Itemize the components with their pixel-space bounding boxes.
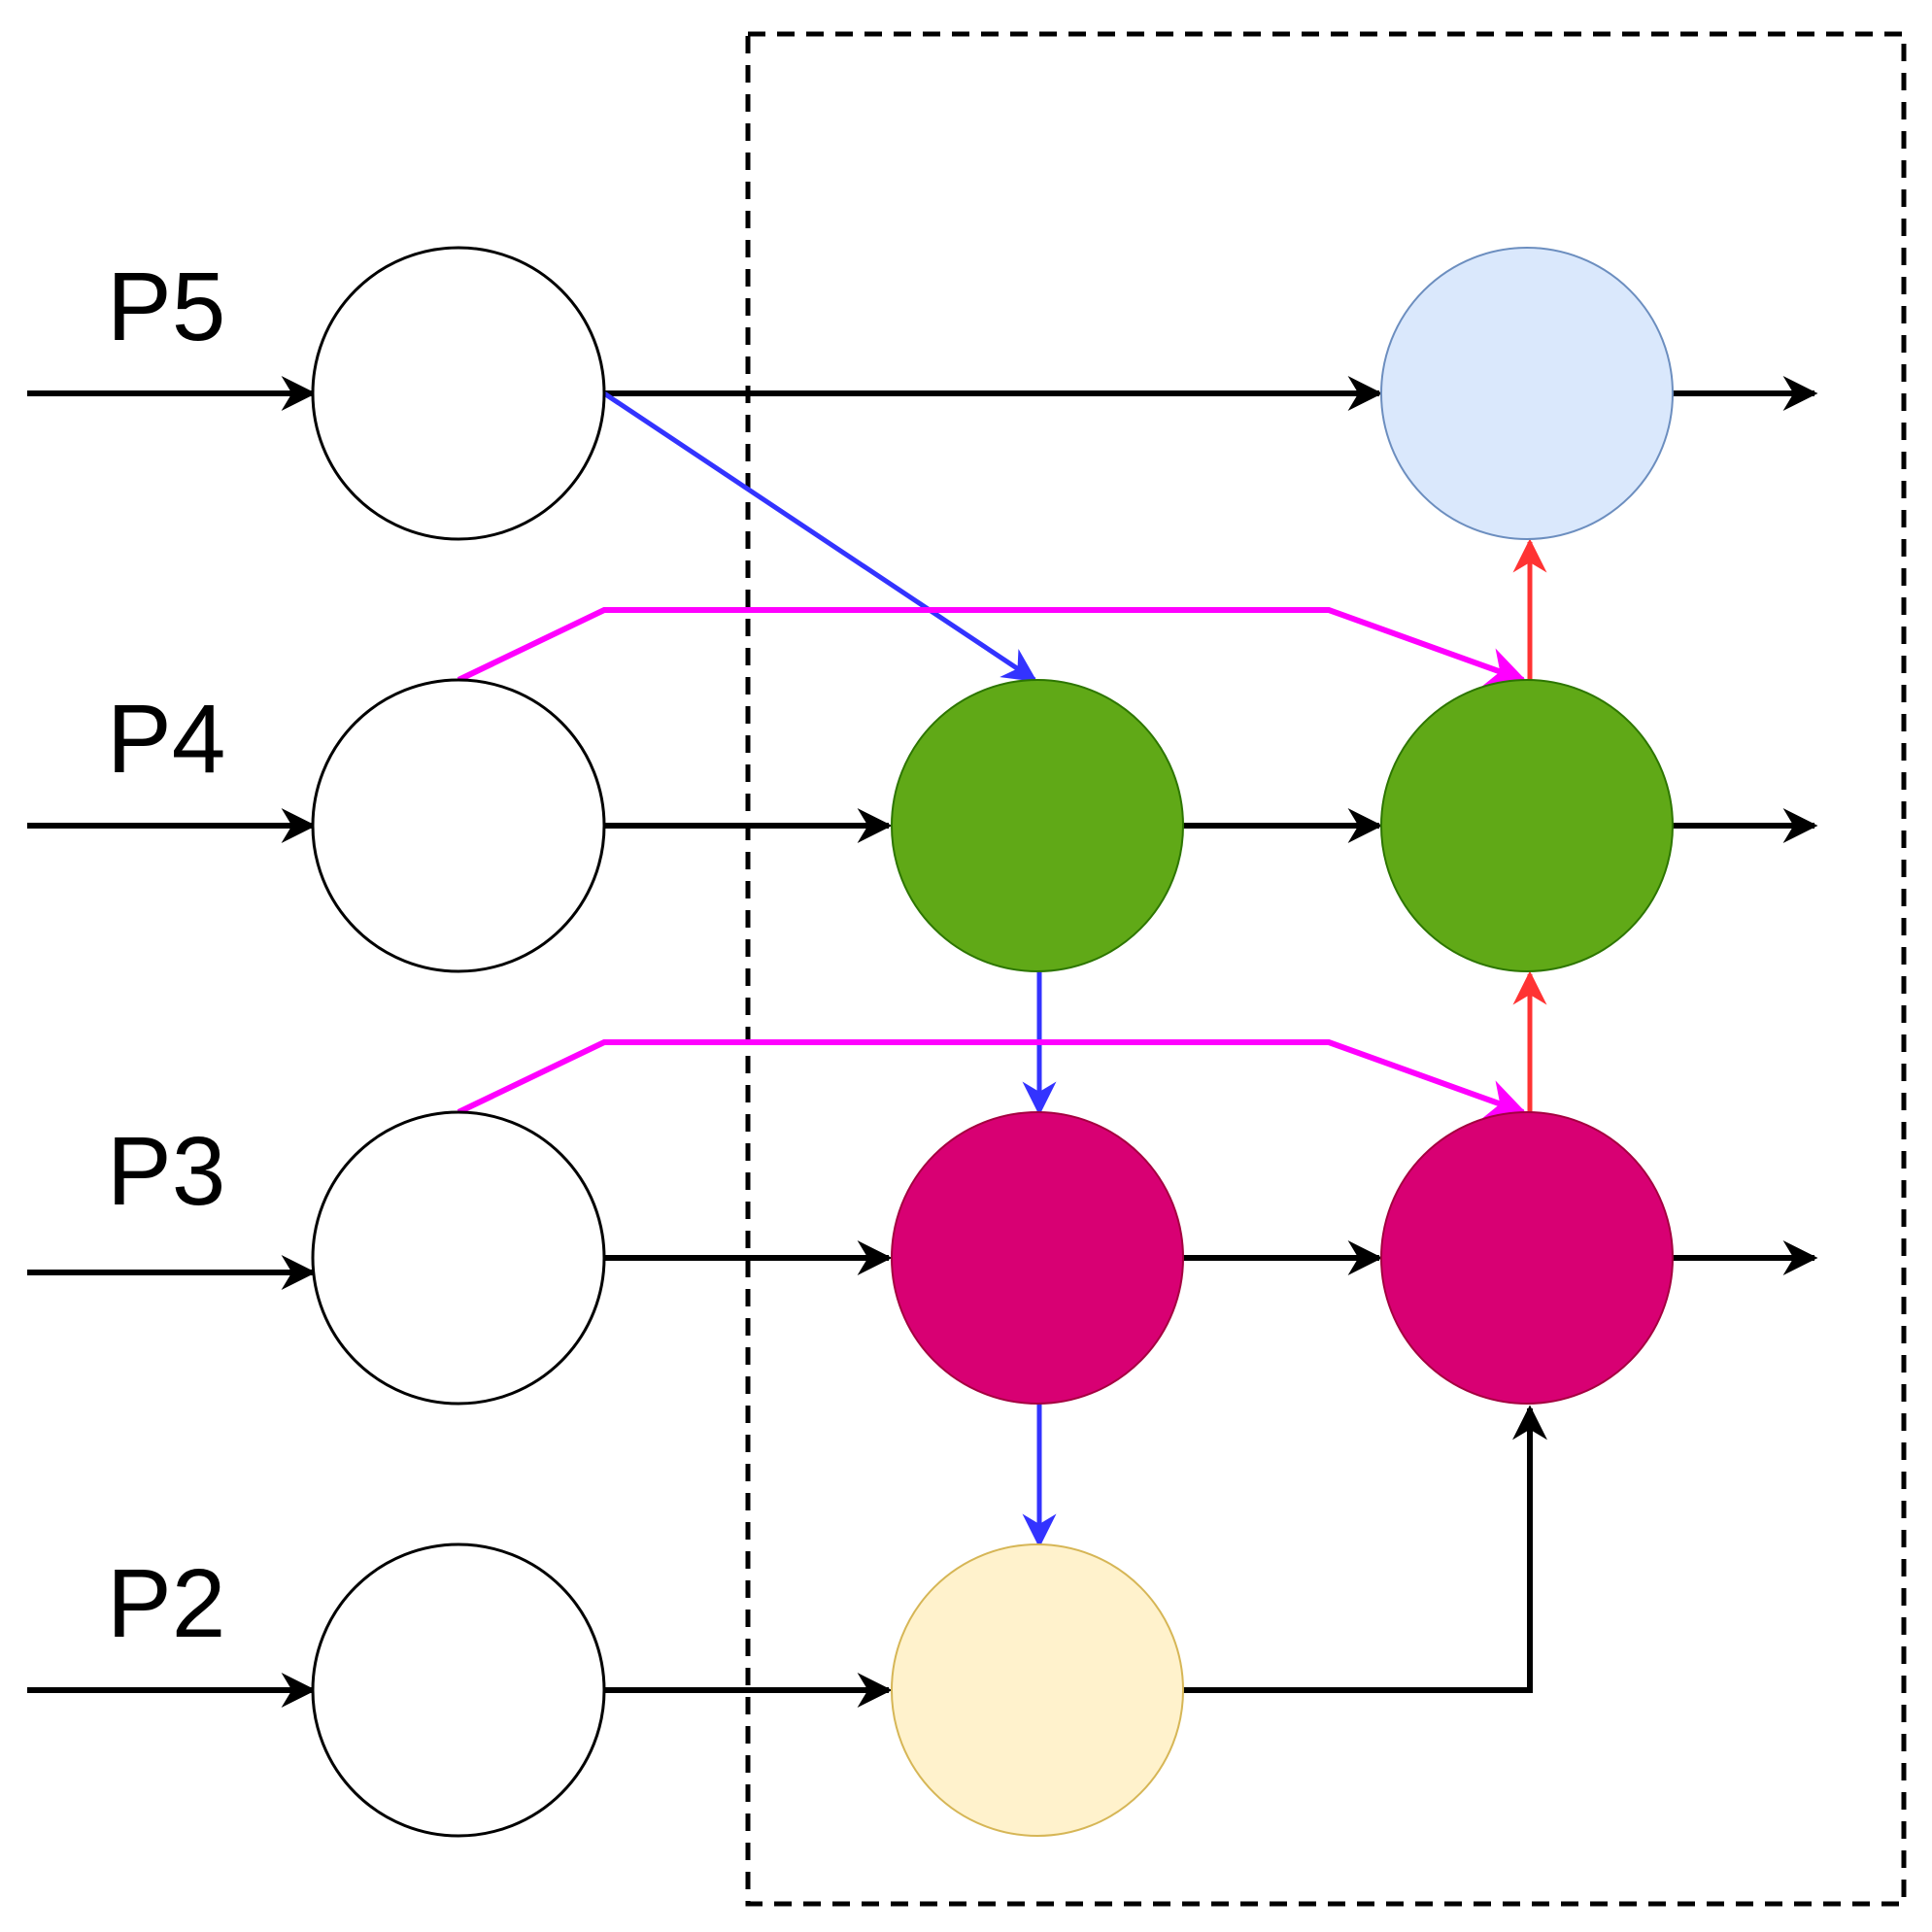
topdown-node-p3 xyxy=(891,1111,1184,1405)
output-node-p5 xyxy=(1380,247,1674,540)
skip-connection-p3 xyxy=(457,1039,1527,1119)
bottomup-node-p3 xyxy=(1380,1111,1674,1405)
level-label-p4: P4 xyxy=(107,685,225,794)
level-label-p3: P3 xyxy=(107,1117,225,1226)
skip-connection-p4 xyxy=(457,607,1527,687)
level-label-p2: P2 xyxy=(107,1549,225,1658)
input-node-p5 xyxy=(311,246,606,541)
input-node-p3 xyxy=(311,1110,606,1406)
level-label-p5: P5 xyxy=(107,253,225,361)
topdown-node-p4 xyxy=(891,679,1184,972)
topdown-arrow-p5-to-p4 xyxy=(602,390,1037,683)
output-node-p2 xyxy=(891,1543,1184,1837)
bottomup-node-p4 xyxy=(1380,679,1674,972)
input-node-p2 xyxy=(311,1542,606,1838)
input-node-p4 xyxy=(311,678,606,973)
edge-p2out-to-p3bu xyxy=(1183,1405,1547,1693)
fusion-region-box xyxy=(745,31,1907,1907)
